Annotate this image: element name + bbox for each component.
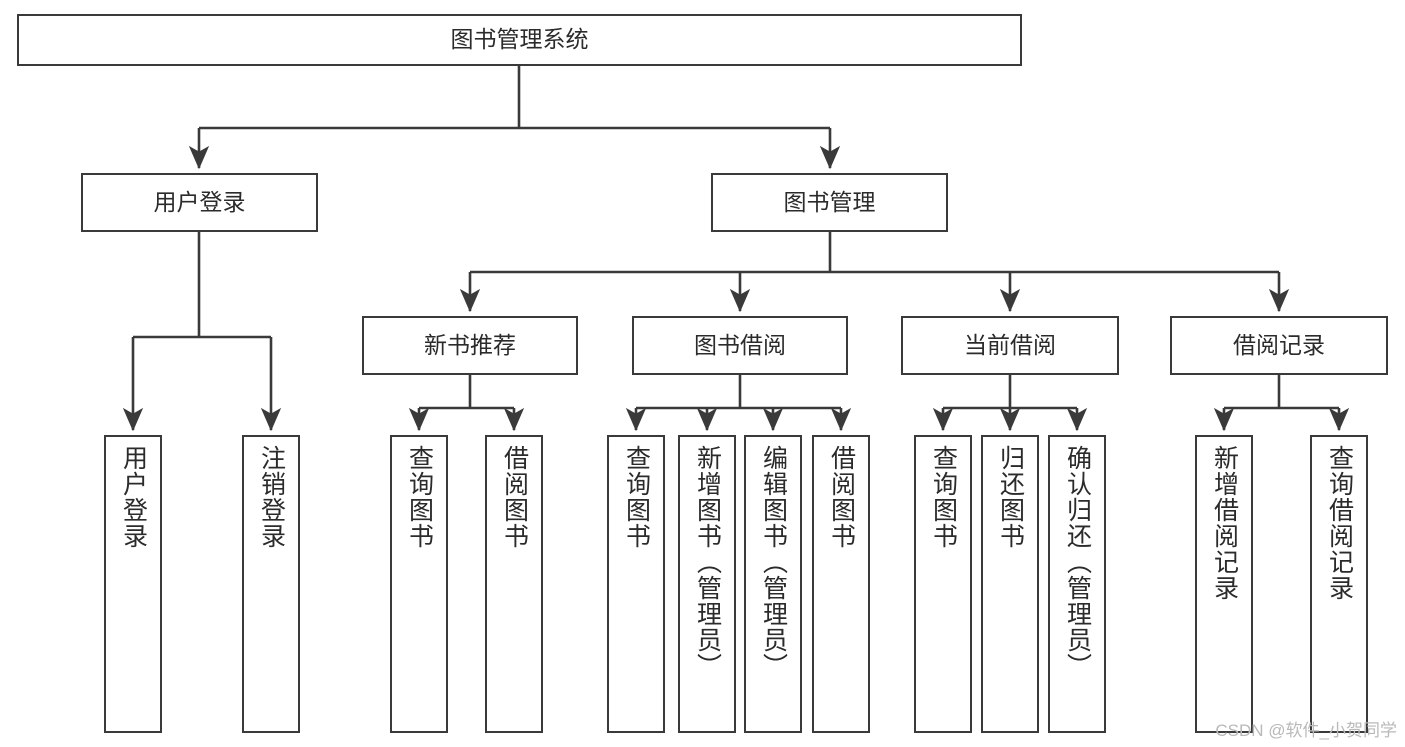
node-leaf-user-login[interactable]: 用户登录 xyxy=(104,435,162,733)
node-book-borrow[interactable]: 图书借阅 xyxy=(632,316,848,375)
node-new-book-recommend-label: 新书推荐 xyxy=(424,331,516,358)
node-root-label: 图书管理系统 xyxy=(450,26,589,53)
node-leaf-query-borrow-record-label: 查询借阅记录 xyxy=(1325,445,1354,601)
node-new-book-recommend[interactable]: 新书推荐 xyxy=(362,316,578,375)
node-leaf-confirm-return-label: 确认归还（管理员） xyxy=(1063,445,1092,679)
node-leaf-return-book[interactable]: 归还图书 xyxy=(981,435,1039,733)
node-leaf-add-borrow-record[interactable]: 新增借阅记录 xyxy=(1195,435,1253,733)
node-leaf-query-book-2-label: 查询图书 xyxy=(622,445,651,549)
node-leaf-query-borrow-record[interactable]: 查询借阅记录 xyxy=(1310,435,1368,733)
node-book-management-label: 图书管理 xyxy=(783,188,876,215)
node-leaf-edit-book-label: 编辑图书（管理员） xyxy=(759,445,788,679)
node-leaf-logout-login-label: 注销登录 xyxy=(257,445,286,549)
node-leaf-borrow-book-2[interactable]: 借阅图书 xyxy=(812,435,870,733)
node-leaf-add-borrow-record-label: 新增借阅记录 xyxy=(1210,445,1239,601)
node-borrow-record[interactable]: 借阅记录 xyxy=(1170,316,1388,375)
node-book-management[interactable]: 图书管理 xyxy=(711,173,948,232)
node-leaf-user-login-label: 用户登录 xyxy=(119,445,148,549)
node-leaf-query-book-3-label: 查询图书 xyxy=(929,445,958,549)
node-book-borrow-label: 图书借阅 xyxy=(694,331,786,358)
node-leaf-query-book-3[interactable]: 查询图书 xyxy=(914,435,972,733)
node-leaf-logout-login[interactable]: 注销登录 xyxy=(242,435,300,733)
node-root[interactable]: 图书管理系统 xyxy=(17,14,1022,66)
node-leaf-query-book-1[interactable]: 查询图书 xyxy=(390,435,448,733)
node-user-login-label: 用户登录 xyxy=(153,188,246,215)
node-leaf-return-book-label: 归还图书 xyxy=(996,445,1025,549)
node-leaf-query-book-2[interactable]: 查询图书 xyxy=(607,435,665,733)
node-leaf-borrow-book-2-label: 借阅图书 xyxy=(827,445,856,549)
node-leaf-add-book-label: 新增图书（管理员） xyxy=(693,445,722,679)
node-leaf-borrow-book-1[interactable]: 借阅图书 xyxy=(485,435,543,733)
node-leaf-query-book-1-label: 查询图书 xyxy=(405,445,434,549)
watermark-text: CSDN @软件_小贺同学 xyxy=(1215,721,1397,740)
node-user-login[interactable]: 用户登录 xyxy=(81,173,318,232)
node-leaf-edit-book[interactable]: 编辑图书（管理员） xyxy=(744,435,802,733)
node-borrow-record-label: 借阅记录 xyxy=(1233,331,1325,358)
node-current-borrow-label: 当前借阅 xyxy=(964,331,1056,358)
node-current-borrow[interactable]: 当前借阅 xyxy=(901,316,1119,375)
node-leaf-confirm-return[interactable]: 确认归还（管理员） xyxy=(1048,435,1106,733)
node-leaf-borrow-book-1-label: 借阅图书 xyxy=(500,445,529,549)
node-leaf-add-book[interactable]: 新增图书（管理员） xyxy=(678,435,736,733)
